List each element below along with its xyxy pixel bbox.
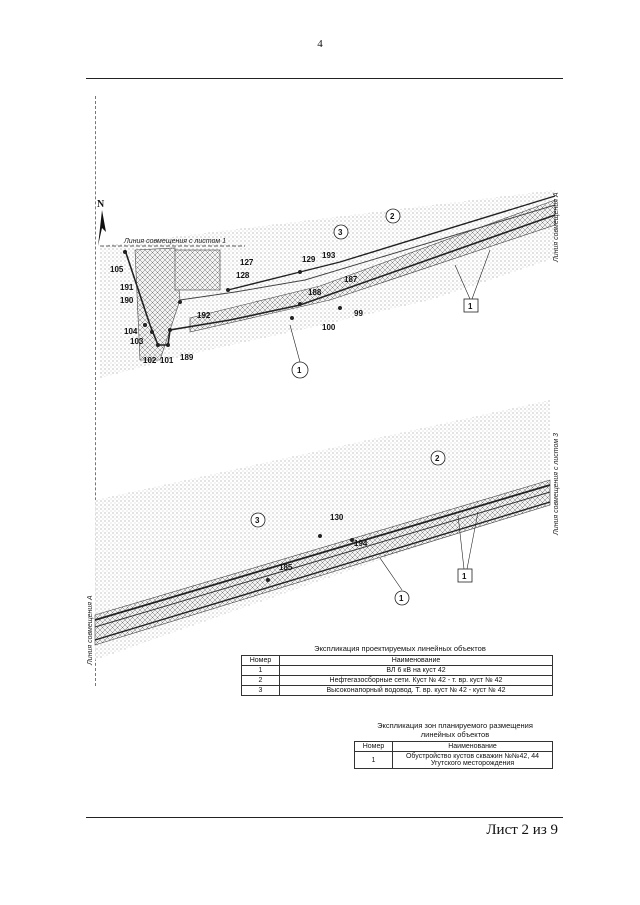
sheet-label: Лист 2 из 9 xyxy=(486,822,558,838)
callout-label: 2 xyxy=(390,212,395,221)
table-cell: 1 xyxy=(241,665,280,676)
callout-label: 1 xyxy=(399,594,404,603)
table-cell: ВЛ 6 кВ на куст 42 xyxy=(279,665,553,676)
point-label: 191 xyxy=(120,283,134,292)
callout-label: 2 xyxy=(435,454,440,463)
table-row: 2 Нефтегазосборные сети. Куст № 42 - т. … xyxy=(241,675,553,686)
table-linear-objects: Номер Наименование 1 ВЛ 6 кВ на куст 42 … xyxy=(241,655,553,696)
callout-label: 1 xyxy=(462,572,467,581)
line-object-1 xyxy=(94,501,551,641)
bottom-map-fragment: 130 194 185 Линия совмещения А Линия сов… xyxy=(87,400,560,666)
table-header: Номер xyxy=(354,741,393,752)
well-pad-area xyxy=(174,249,221,291)
table-cell: Нефтегазосборные сети. Куст № 42 - т. вр… xyxy=(279,675,553,686)
table-row: 1 ВЛ 6 кВ на куст 42 xyxy=(241,665,553,676)
point-label: 188 xyxy=(308,288,322,297)
point-label: 185 xyxy=(279,563,293,572)
callout-label: 3 xyxy=(338,228,343,237)
table-cell: 2 xyxy=(241,675,280,686)
callout-circle xyxy=(333,224,349,240)
table2-caption: Экспликация зон планируемого размещения … xyxy=(377,721,533,739)
page-number: 4 xyxy=(317,38,323,50)
table-header: Наименование xyxy=(392,741,553,752)
callout-box xyxy=(463,298,479,313)
line-object-3 xyxy=(94,491,551,628)
frame-left-dashed-line xyxy=(95,96,96,686)
point-label: 101 xyxy=(160,356,174,365)
line-object-2 xyxy=(94,484,551,621)
drawing-frame xyxy=(86,78,563,818)
line-object-2 xyxy=(227,195,556,291)
corridor-zone xyxy=(189,199,556,333)
point-label: 192 xyxy=(197,311,211,320)
match-line-label: Линия совмещения с листом 1 xyxy=(123,238,226,245)
line-object-3 xyxy=(179,204,556,301)
line-object-1 xyxy=(124,214,556,346)
table-cell: 3 xyxy=(241,685,280,696)
point-label: 127 xyxy=(240,258,254,267)
match-line-label: Линия совмещения с листом 3 xyxy=(553,433,560,536)
north-arrow-icon: N xyxy=(97,199,106,246)
top-map-fragment: 105 191 190 104 103 102 101 189 127 128 … xyxy=(100,190,560,379)
match-line-label: Линия совмещения А xyxy=(553,192,560,263)
corridor-zone xyxy=(94,479,551,646)
point-label: 194 xyxy=(354,539,368,548)
table1-caption: Экспликация проектируемых линейных объек… xyxy=(314,644,486,653)
table-cell: 1 xyxy=(354,751,393,769)
point-label: 100 xyxy=(322,323,336,332)
point-label: 190 xyxy=(120,296,134,305)
callout-box xyxy=(457,568,473,583)
match-line-label: Линия совмещения А xyxy=(87,595,94,666)
point-label: 104 xyxy=(124,327,138,336)
point-label: 130 xyxy=(330,513,344,522)
callout-label: 3 xyxy=(255,516,260,525)
point-label: 189 xyxy=(180,353,194,362)
table-cell: Высоконапорный водовод. Т. вр. куст № 42… xyxy=(279,685,553,696)
point-label: 193 xyxy=(322,251,336,260)
table-cell: Обустройство кустов скважин №№42, 44 Угу… xyxy=(392,751,553,769)
callout-circle xyxy=(250,512,266,528)
point-label: 99 xyxy=(354,309,363,318)
point-label: 105 xyxy=(110,265,124,274)
point-label: 128 xyxy=(236,271,250,280)
table-row: 1 Обустройство кустов скважин №№42, 44 У… xyxy=(354,751,553,769)
table-header: Номер xyxy=(241,655,280,666)
point-label: 187 xyxy=(344,275,358,284)
callout-circle xyxy=(394,590,410,606)
point-label: 102 xyxy=(143,356,157,365)
callout-label: 1 xyxy=(297,366,302,375)
table-row: 3 Высоконапорный водовод. Т. вр. куст № … xyxy=(241,685,553,696)
north-label: N xyxy=(97,199,105,210)
table-placement-zones: Номер Наименование 1 Обустройство кустов… xyxy=(354,741,553,769)
callout-circle xyxy=(430,450,446,466)
point-label: 103 xyxy=(130,337,144,346)
callout-label: 1 xyxy=(468,302,473,311)
callout-circle xyxy=(385,208,401,224)
point-label: 129 xyxy=(302,255,316,264)
table-header: Наименование xyxy=(279,655,553,666)
